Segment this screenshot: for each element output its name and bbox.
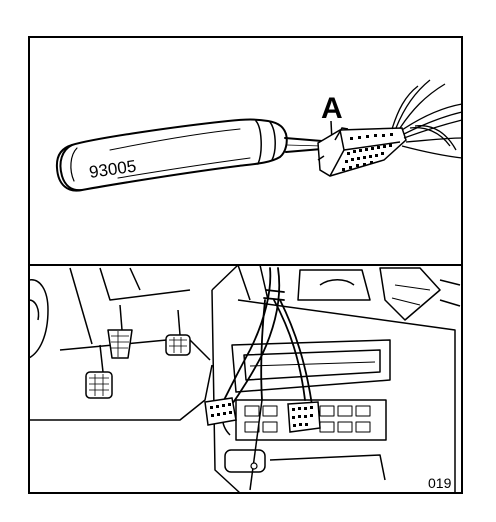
clutch-pedal xyxy=(85,344,113,399)
loose-wire xyxy=(249,399,263,491)
tool-handle xyxy=(55,118,288,192)
accelerator-pedal xyxy=(107,304,133,359)
left-harness-connector xyxy=(204,397,237,426)
brake-pedal xyxy=(165,309,191,356)
connector-block xyxy=(317,127,407,177)
callout-letter: A xyxy=(321,92,343,125)
wire-harness xyxy=(391,79,463,159)
right-harness-connector xyxy=(287,401,321,433)
figure-number: 019 xyxy=(428,475,452,491)
dash-harness xyxy=(219,267,313,411)
